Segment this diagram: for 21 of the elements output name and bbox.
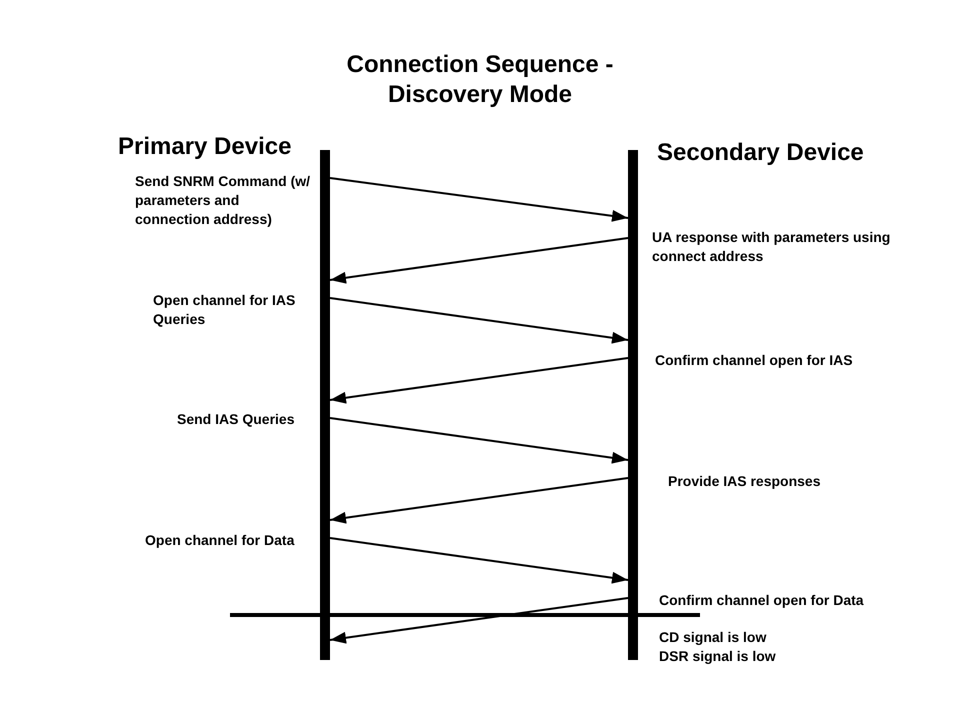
arrow [330,357,628,404]
arrow [330,537,628,584]
arrow [330,177,628,222]
lifeline-heading: Secondary Device [657,139,864,167]
arrow [330,417,628,464]
edge-label: Open channel for Data [145,531,296,550]
arrow [330,297,628,344]
note-text: CD signal is low [659,628,766,647]
edge-label: Send SNRM Command (w/ parameters and connection address) [135,172,312,229]
edge-label: Open channel for IAS Queries [153,291,296,329]
edge-label: Confirm channel open for Data [659,591,865,610]
arrow [330,597,628,644]
edge-label: Confirm channel open for IAS [655,351,854,370]
edge-label: UA response with parameters using connect address [652,228,892,266]
lifeline-heading: Primary Device [118,133,292,161]
diagram-title: Connection Sequence - Discovery Mode [346,50,614,110]
edge-label: Send IAS Queries [177,410,296,429]
edge-label: Provide IAS responses [668,472,822,491]
arrow [330,237,628,284]
arrow [330,477,628,524]
note-text: DSR signal is low [659,647,776,666]
